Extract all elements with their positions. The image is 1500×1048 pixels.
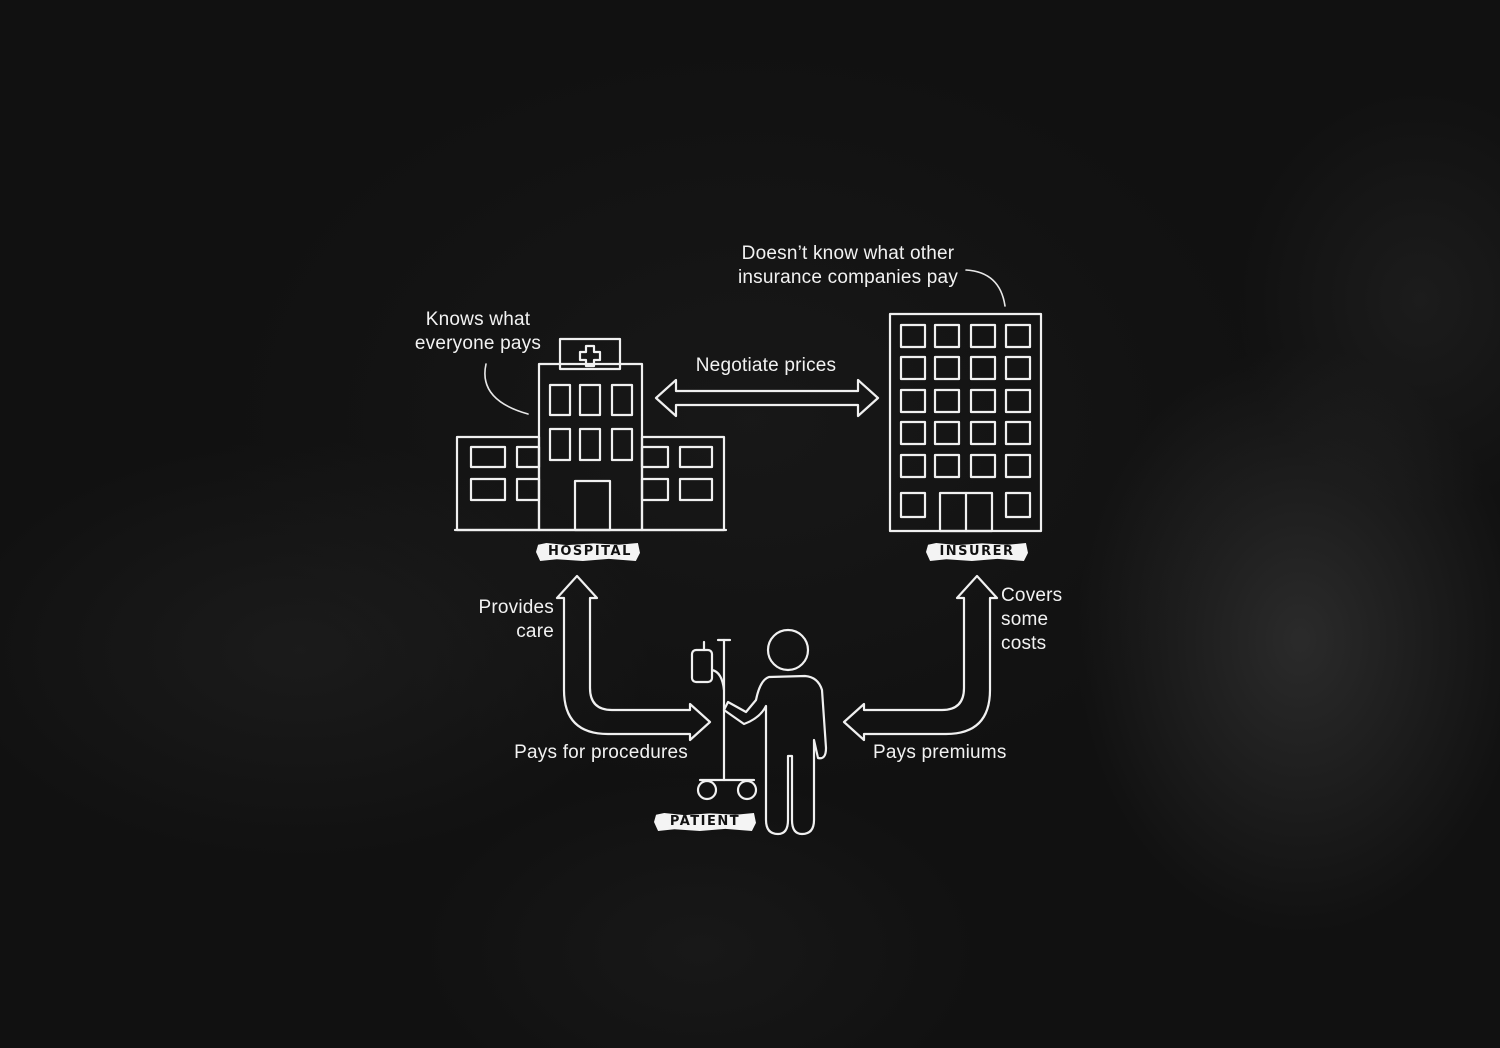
insurer-window — [899, 453, 927, 479]
provides-care-line-1: Provides — [478, 597, 554, 618]
insurer-window — [899, 323, 927, 349]
insurer-window — [899, 388, 927, 414]
insurer-note-leader — [965, 269, 1006, 307]
hospital-patient-arrow — [555, 574, 712, 742]
insurer-window — [1004, 453, 1032, 479]
insurer-window — [899, 491, 927, 519]
insurer-window — [899, 420, 927, 446]
insurer-window — [899, 355, 927, 381]
covers-costs-label: Covers some costs — [1001, 584, 1081, 656]
insurer-window — [933, 420, 961, 446]
pays-premiums-label: Pays premiums — [873, 742, 1007, 763]
hospital-tag: HOSPITAL — [536, 543, 640, 561]
insurer-window — [969, 323, 997, 349]
covers-costs-line-1: Covers — [1001, 585, 1063, 606]
covers-costs-line-3: costs — [1001, 633, 1047, 654]
insurer-window — [933, 355, 961, 381]
pays-procedures-label: Pays for procedures — [514, 742, 688, 763]
negotiate-prices-label: Negotiate prices — [695, 355, 837, 376]
insurer-note-line-2: insurance companies pay — [737, 267, 959, 288]
patient-tag: PATIENT — [654, 813, 756, 831]
hospital-note-line-1: Knows what — [425, 309, 531, 330]
insurer-window — [1004, 323, 1032, 349]
insurer-window — [1004, 420, 1032, 446]
hospital-icon — [453, 337, 728, 532]
provides-care-label: Provides care — [460, 596, 554, 644]
hospital-note: Knows what everyone pays — [400, 308, 556, 356]
iv-stand-icon — [690, 638, 758, 801]
negotiate-arrow — [654, 378, 880, 418]
insurer-building-icon — [888, 312, 1043, 533]
patient-figure-icon — [722, 628, 828, 836]
insurer-window — [1004, 388, 1032, 414]
hospital-note-line-2: everyone pays — [414, 333, 542, 354]
insurer-tag: INSURER — [926, 543, 1028, 561]
insurer-window — [933, 388, 961, 414]
insurer-window — [969, 453, 997, 479]
insurer-window — [969, 355, 997, 381]
covers-costs-line-2: some — [1001, 609, 1049, 630]
hospital-note-leader — [484, 363, 529, 415]
insurer-note: Doesn’t know what other insurance compan… — [728, 242, 968, 290]
insurer-window — [969, 420, 997, 446]
patient-insurer-arrow — [842, 574, 999, 742]
insurer-window — [969, 388, 997, 414]
insurer-window — [1004, 491, 1032, 519]
insurer-window — [933, 453, 961, 479]
insurer-note-line-1: Doesn’t know what other — [741, 243, 955, 264]
provides-care-line-2: care — [516, 621, 554, 642]
insurer-window — [933, 323, 961, 349]
insurer-window — [1004, 355, 1032, 381]
